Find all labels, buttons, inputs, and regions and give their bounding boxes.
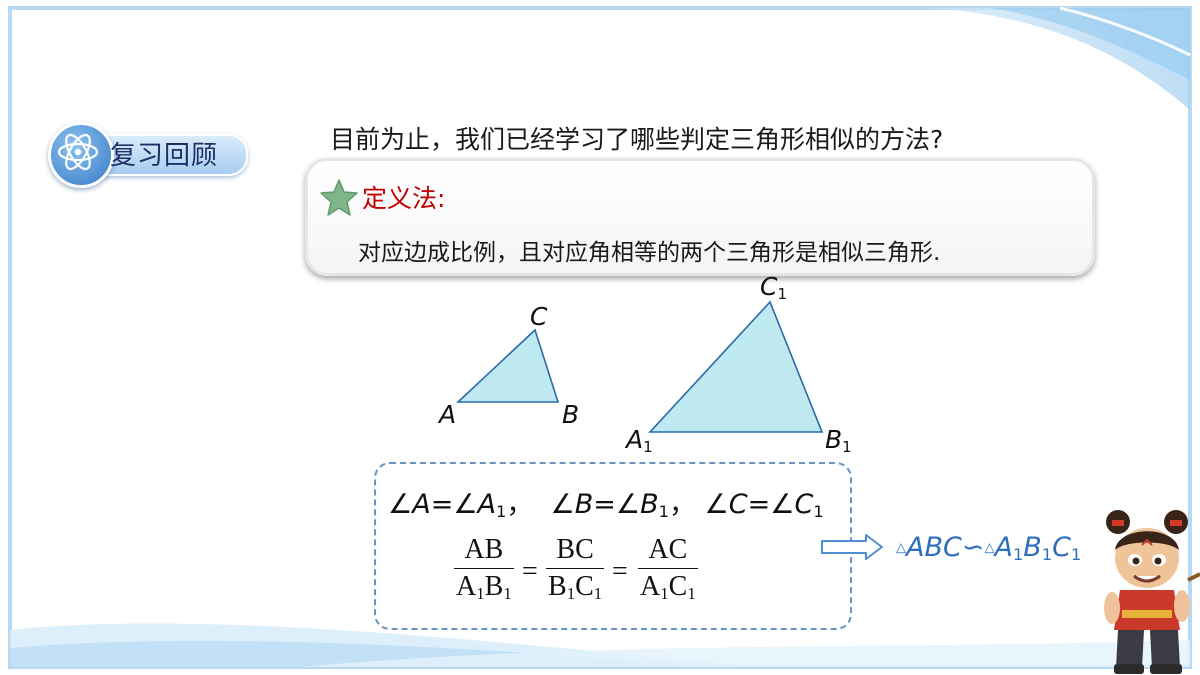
ratio-ac: AC A1C1 — [638, 534, 698, 604]
conditions-box: ∠A=∠A1， ∠B=∠B1， ∠C=∠C1 AB A1B1 = BC B1C1… — [374, 462, 852, 630]
definition-box: 定义法: 对应边成比例，且对应角相等的两个三角形是相似三角形. — [305, 158, 1095, 276]
triangle-small — [455, 328, 560, 403]
ratio-ab: AB A1B1 — [454, 534, 514, 604]
similarity-result: △ABC∽△A1B1C1 — [896, 532, 1082, 565]
definition-text: 对应边成比例，且对应角相等的两个三角形是相似三角形. — [358, 240, 941, 266]
badge-label: 复习回顾 — [110, 141, 219, 171]
vertex-label-c: C — [530, 302, 548, 331]
vertex-label-a: A — [439, 400, 457, 429]
vertex-label-a1: A1 — [626, 425, 653, 456]
definition-title: 定义法: — [362, 184, 446, 213]
vertex-label-b: B — [562, 400, 580, 429]
star-icon — [320, 179, 358, 216]
section-badge: 复习回顾 — [48, 122, 248, 188]
right-arrow-icon — [821, 534, 883, 560]
vertex-label-b1: B1 — [825, 425, 852, 456]
ratio-bc: BC B1C1 — [546, 534, 605, 604]
equals-sign: = — [522, 556, 538, 587]
angle-equalities: ∠A=∠A1， ∠B=∠B1， ∠C=∠C1 — [388, 489, 824, 522]
atom-icon — [57, 133, 99, 171]
equals-sign: = — [612, 556, 628, 587]
triangle-large — [648, 300, 824, 433]
badge-circle — [48, 122, 114, 188]
cartoon-character-icon — [1104, 510, 1200, 674]
question-text: 目前为止，我们已经学习了哪些判定三角形相似的方法? — [330, 125, 944, 154]
vertex-label-c1: C1 — [760, 272, 788, 303]
